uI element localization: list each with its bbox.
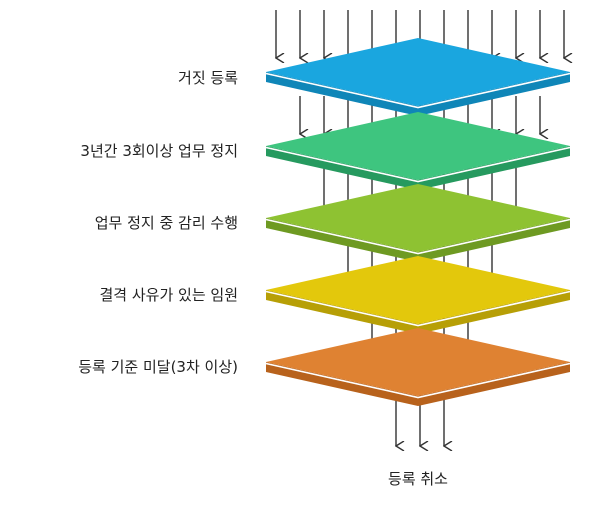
layer-plate-top-1	[266, 38, 570, 106]
layer-plate-1	[265, 38, 571, 116]
layer-label-4: 결격 사유가 있는 임원	[99, 286, 238, 304]
plates-group	[265, 38, 571, 406]
layer-plate-top-2	[266, 112, 570, 180]
layer-plate-5	[265, 328, 571, 406]
result-label: 등록 취소	[388, 470, 448, 488]
layer-plate-rim-3	[265, 218, 571, 255]
layer-plate-top-5	[266, 328, 570, 396]
layer-plate-top-4	[266, 256, 570, 324]
layer-plate-rim-5	[265, 362, 571, 399]
layer-plate-rim-1	[265, 72, 571, 109]
layer-plate-top-3	[266, 184, 570, 252]
layer-plate-2	[265, 112, 571, 190]
layer-label-2: 3년간 3회이상 업무 정지	[80, 142, 238, 160]
layer-label-5: 등록 기준 미달(3차 이상)	[78, 358, 238, 376]
layer-plate-rim-2	[265, 146, 571, 183]
layer-label-3: 업무 정지 중 감리 수행	[95, 214, 238, 232]
layer-plate-4	[265, 256, 571, 334]
layer-plate-3	[265, 184, 571, 262]
layer-plate-rim-4	[265, 290, 571, 327]
layer-label-1: 거짓 등록	[178, 69, 238, 87]
